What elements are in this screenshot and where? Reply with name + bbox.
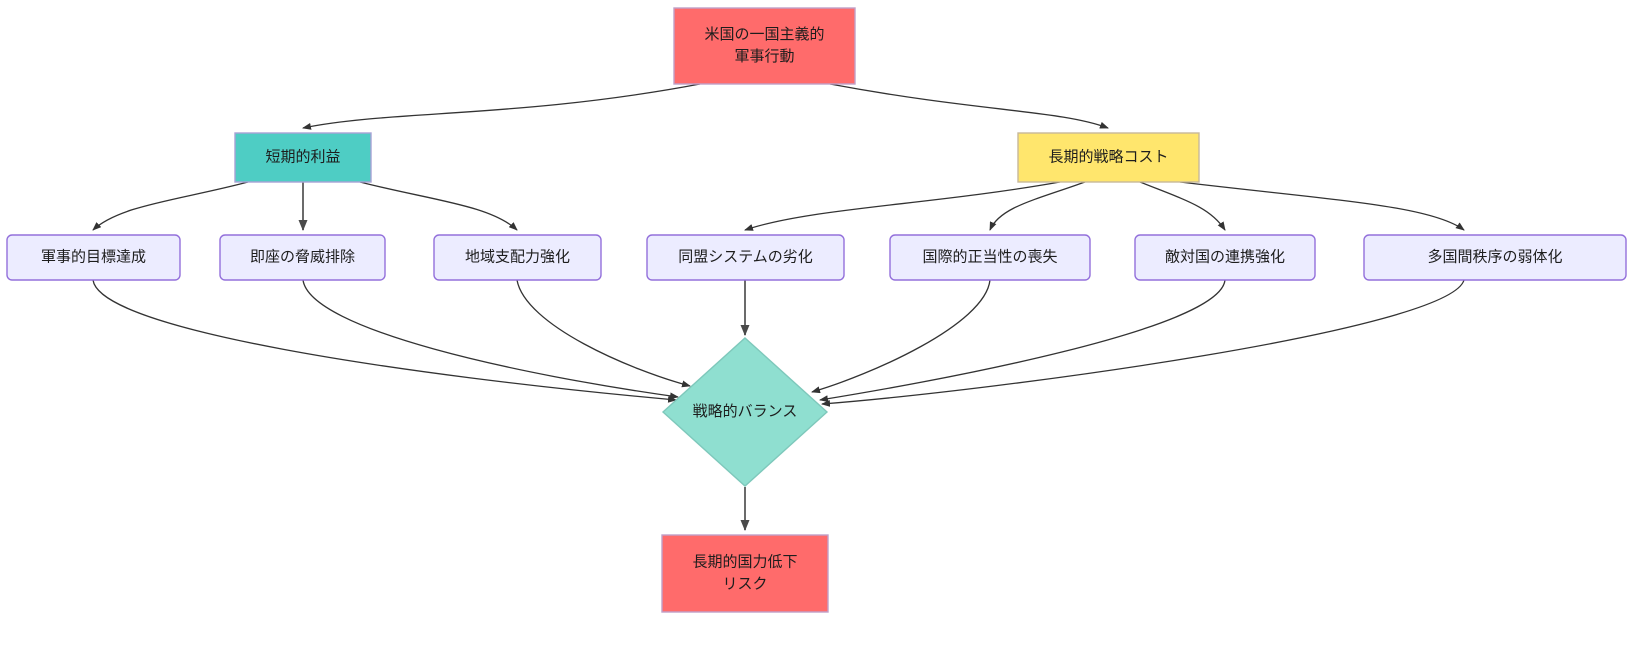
node-leaf5[interactable]: 国際的正当性の喪失 (889, 234, 1091, 281)
node-risk[interactable]: 長期的国力低下リスク (661, 534, 829, 613)
edge-root-to-long_term (829, 83, 1109, 129)
node-shape-rect (6, 234, 181, 281)
edge-long_term-to-leaf4 (744, 181, 1061, 231)
node-leaf6[interactable]: 敵対国の連携強化 (1134, 234, 1316, 281)
node-shape-rect (1017, 132, 1200, 183)
edge-short_term-to-leaf3 (359, 181, 518, 231)
node-shape-rect (433, 234, 602, 281)
edge-short_term-to-leaf1 (92, 181, 249, 231)
node-leaf7[interactable]: 多国間秩序の弱体化 (1363, 234, 1627, 281)
edge-layer (92, 83, 1465, 531)
node-leaf1[interactable]: 軍事的目標達成 (6, 234, 181, 281)
node-shape-rect (661, 534, 829, 613)
edge-leaf5-to-balance (811, 279, 991, 394)
edge-long_term-to-leaf6 (1139, 181, 1226, 231)
edge-long_term-to-leaf7 (1179, 181, 1465, 231)
edge-leaf3-to-balance (516, 279, 691, 388)
node-shape-rect (1134, 234, 1316, 281)
node-leaf3[interactable]: 地域支配力強化 (433, 234, 602, 281)
edge-leaf6-to-balance (819, 279, 1226, 403)
node-shape-rect (234, 132, 372, 183)
node-shape-rect (673, 7, 856, 85)
node-shape-rect (219, 234, 386, 281)
node-layer: 米国の一国主義的軍事行動短期的利益 長期的戦略コスト軍事的目標達成即座の脅威排除地… (6, 7, 1627, 613)
edge-leaf7-to-balance (821, 279, 1465, 407)
node-shape-rect (646, 234, 845, 281)
edge-leaf1-to-balance (92, 279, 677, 403)
edge-long_term-to-leaf5 (989, 181, 1086, 231)
node-shape-rect (889, 234, 1091, 281)
node-shape-diamond (661, 337, 829, 487)
node-leaf2[interactable]: 即座の脅威排除 (219, 234, 386, 281)
node-root[interactable]: 米国の一国主義的軍事行動 (673, 7, 856, 85)
node-shape-rect (1363, 234, 1627, 281)
edge-root-to-short_term (302, 83, 701, 130)
edge-leaf2-to-balance (302, 279, 679, 400)
node-long_term[interactable]: 長期的戦略コスト (1017, 132, 1200, 183)
node-balance[interactable]: 戦略的バランス (661, 337, 829, 487)
node-leaf4[interactable]: 同盟システムの劣化 (646, 234, 845, 281)
node-short_term[interactable]: 短期的利益 (234, 132, 372, 183)
